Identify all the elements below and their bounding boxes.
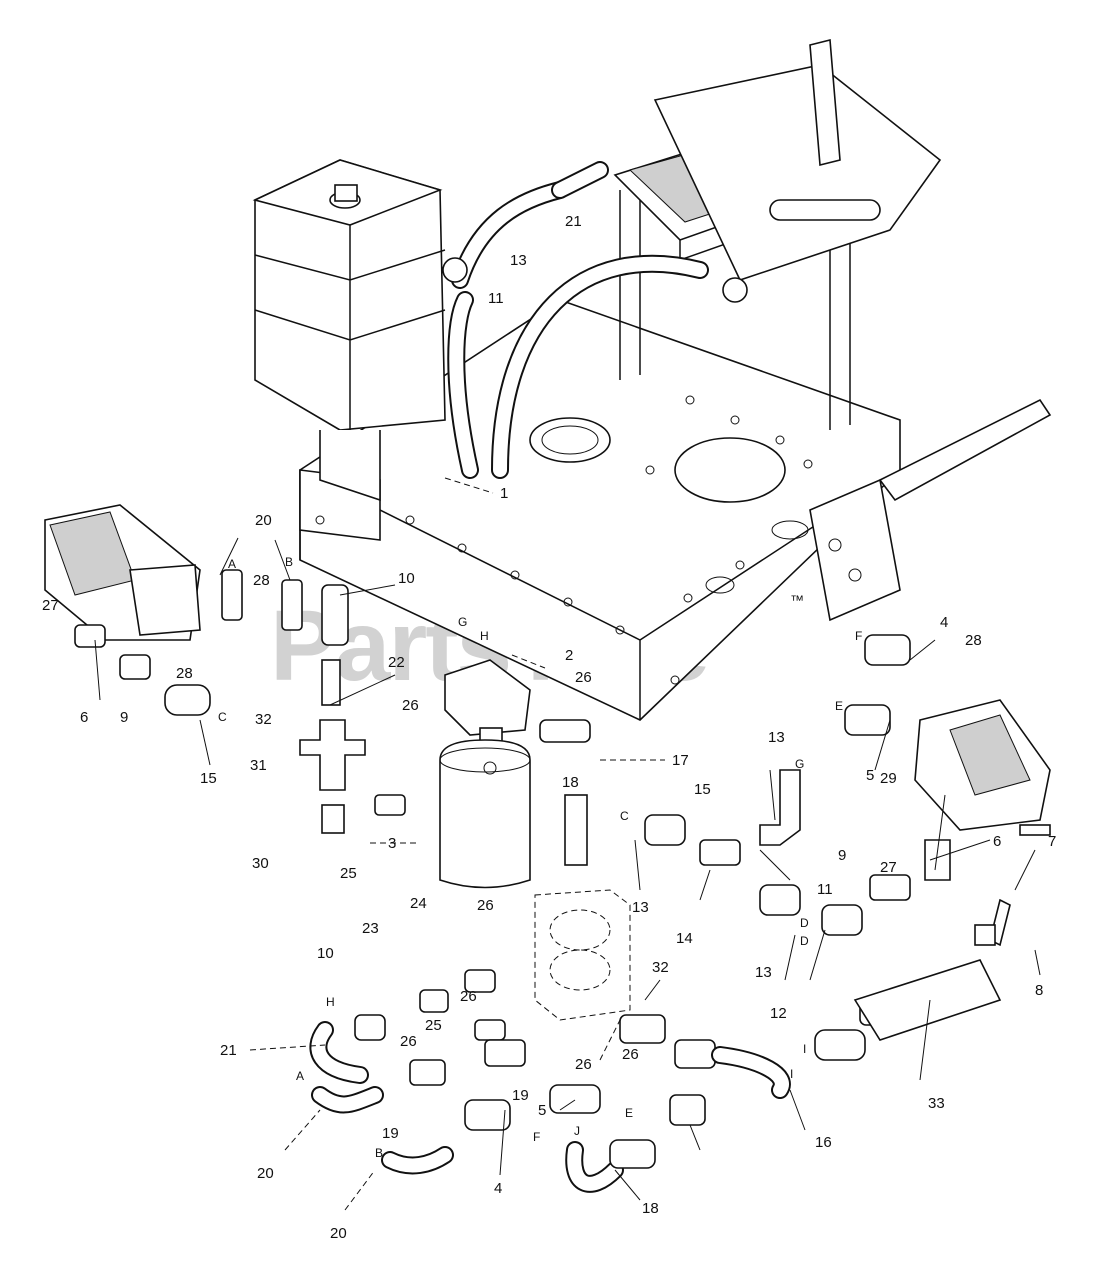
callout-6-a: 6 (80, 709, 88, 726)
callout-26-a: 26 (575, 669, 592, 686)
leader-lines (94, 477, 1041, 1211)
callout-25-a: 25 (340, 865, 357, 882)
letter-c-left: C (218, 710, 227, 724)
callout-9-a: 9 (120, 709, 128, 726)
letter-e-right: E (835, 699, 843, 713)
callout-15-b: 15 (694, 781, 711, 798)
oil-cooler (613, 38, 942, 430)
fittings (74, 569, 1011, 1193)
callout-31: 32 (255, 711, 272, 728)
callout-20-b: 20 (257, 1165, 274, 1182)
callout-32-b: 33 (928, 1095, 945, 1112)
callout-24: 24 (410, 895, 427, 912)
callout-19-a: 19 (512, 1087, 529, 1104)
callout-8: 8 (1035, 982, 1043, 999)
callout-15-a: 15 (200, 770, 217, 787)
callout-13-c: 13 (632, 899, 649, 916)
callout-19-b: 19 (382, 1125, 399, 1142)
callout-26-c: 26 (477, 897, 494, 914)
valve-block (534, 889, 631, 1021)
callout-10-a: 10 (398, 570, 415, 587)
callout-16: 16 (815, 1134, 832, 1151)
callout-28-c: 28 (965, 632, 982, 649)
callout-labels: 1 2 3 4 4 5 5 6 6 7 8 9 9 10 10 11 11 12… (42, 213, 1056, 1242)
letter-f-lower: F (533, 1130, 540, 1144)
letter-e-lower: E (625, 1106, 633, 1120)
letter-a-lower: A (296, 1069, 304, 1083)
callout-14: 14 (676, 930, 693, 947)
callout-11-b: 11 (817, 881, 833, 898)
oil-filter (439, 659, 531, 889)
letter-a-top: A (228, 557, 236, 571)
callout-10-b: 10 (317, 945, 334, 962)
callout-13-b: 13 (768, 729, 785, 746)
pump-left (44, 504, 201, 641)
letter-g-center: G (458, 615, 467, 629)
callout-7: 7 (1048, 833, 1056, 850)
callout-32-a: 32 (652, 959, 669, 976)
callout-25-b: 25 (425, 1017, 442, 1034)
callout-4-b: 4 (494, 1180, 502, 1197)
callout-3: 3 (388, 835, 396, 852)
letter-h-lower: H (326, 995, 335, 1009)
pump-right (914, 699, 1051, 836)
letter-d-lower: D (800, 934, 809, 948)
hydraulic-reservoir (252, 159, 446, 502)
callout-4-a: 4 (940, 614, 948, 631)
callout-2: 2 (565, 647, 573, 664)
callout-6-b: 6 (993, 833, 1001, 850)
letter-i-lower: I (790, 1067, 793, 1081)
callout-26-b: 26 (402, 697, 419, 714)
callout-27-a: 27 (42, 597, 59, 614)
callout-18-b: 18 (642, 1200, 659, 1217)
letter-g-right: G (795, 757, 804, 771)
callout-26-g: 26 (622, 1046, 639, 1063)
callout-11-a: 11 (488, 290, 504, 307)
letter-c-right: C (620, 809, 629, 823)
callout-5-b: 5 (538, 1102, 546, 1119)
letter-d-upper: D (800, 916, 809, 930)
connection-letters: A B C G H F E C G D D H A B F E J I I (218, 555, 862, 1160)
callout-22: 22 (388, 654, 405, 671)
callout-26-d: 26 (460, 988, 477, 1005)
callout-17: 17 (672, 752, 689, 769)
callout-28-d: 29 (880, 770, 897, 787)
letter-b-lower: B (375, 1146, 383, 1160)
callout-9-b: 9 (838, 847, 846, 864)
callout-13-a: 13 (510, 252, 527, 269)
callout-21-a: 21 (565, 213, 582, 230)
callout-21-b: 21 (220, 1042, 237, 1059)
letter-b-top: B (285, 555, 293, 569)
callout-28-b: 28 (176, 665, 193, 682)
callout-29: 30 (252, 855, 269, 872)
callout-20-c: 20 (330, 1225, 347, 1242)
callout-23: 23 (362, 920, 379, 937)
callout-27-b: 27 (880, 859, 897, 876)
callout-5-a: 5 (866, 767, 874, 784)
callout-28-a: 28 (253, 572, 270, 589)
letter-j-lower: J (574, 1124, 580, 1138)
callout-13-d: 13 (755, 964, 772, 981)
callout-26-f: 26 (575, 1056, 592, 1073)
callout-1: 1 (500, 485, 508, 502)
letter-i-right: I (803, 1042, 806, 1056)
hose-assembly-top (442, 161, 748, 479)
callout-20-a: 20 (255, 512, 272, 529)
callout-30: 31 (250, 757, 267, 774)
axle-right (809, 398, 1052, 622)
letter-f-right: F (855, 629, 862, 643)
callout-26-e: 26 (400, 1033, 417, 1050)
letter-h-center: H (480, 629, 489, 643)
callout-12: 12 (770, 1005, 787, 1022)
callout-18-a: 18 (562, 774, 579, 791)
watermark-tm: ™ (790, 592, 804, 608)
